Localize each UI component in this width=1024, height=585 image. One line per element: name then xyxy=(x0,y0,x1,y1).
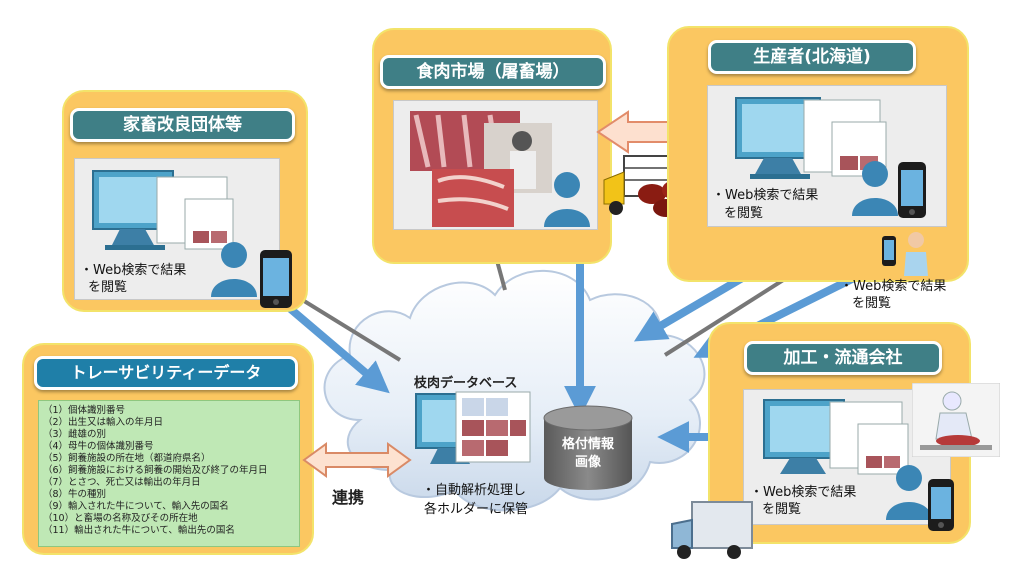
truck-icon xyxy=(671,501,753,559)
monitor-icon xyxy=(92,170,234,250)
cylinder-label-line1: 格付情報 xyxy=(561,437,614,452)
screen-processing xyxy=(743,389,951,525)
smartphone-icon xyxy=(260,250,292,308)
screen-producer xyxy=(707,85,947,227)
list-item: （5）飼養施設の所在地（都道府県名） xyxy=(43,453,211,464)
butcher-icon xyxy=(912,383,1000,457)
screen-market xyxy=(393,100,598,230)
list-item: （10）と畜場の名称及びその所在地 xyxy=(43,513,198,524)
cylinder-label-line2: 画像 xyxy=(574,455,601,470)
traceability-item-list: （1）個体識別番号 （2）出生又は輸入の年月日 （3）雌雄の別 （4）母牛の個体… xyxy=(38,400,300,547)
note-mobile-line2: を閲覧 xyxy=(852,296,892,311)
monitor-icon xyxy=(735,97,887,179)
note-breeding-line2: を閲覧 xyxy=(88,280,128,295)
note-processing-line2: を閲覧 xyxy=(762,502,802,517)
note-producer-line2: を閲覧 xyxy=(724,206,764,221)
user-silhouette-icon xyxy=(544,172,590,227)
note-processing-line1: ・Web検索で結果 xyxy=(750,485,857,500)
list-item: （4）母牛の個体識別番号 xyxy=(43,441,154,452)
note-cloud-line1: ・自動解析処理し xyxy=(422,483,527,498)
list-item: （1）個体識別番号 xyxy=(43,405,126,416)
note-breeding-line1: ・Web検索で結果 xyxy=(80,263,187,278)
monitor-icon xyxy=(763,399,909,475)
list-item: （3）雌雄の別 xyxy=(43,429,107,440)
user-silhouette-icon xyxy=(886,465,932,520)
list-item: （9）輸入された牛について、輸入先の国名 xyxy=(43,501,229,512)
note-producer-line1: ・Web検索で結果 xyxy=(712,188,819,203)
title-traceability-data: トレーサビリティーデータ xyxy=(34,356,298,390)
link-label: 連携 xyxy=(332,488,365,507)
db-label: 枝肉データベース xyxy=(414,376,518,391)
title-breeding-association: 家畜改良団体等 xyxy=(70,108,295,142)
list-item: （7）とさつ、死亡又は輸出の年月日 xyxy=(43,477,201,488)
arrow-breeding-to-cloud xyxy=(277,296,390,394)
user-silhouette-icon xyxy=(852,161,898,216)
list-item: （6）飼養施設における飼養の開始及び終了の年月日 xyxy=(43,465,268,476)
note-cloud-line2: 各ホルダーに保管 xyxy=(424,502,529,517)
smartphone-icon xyxy=(928,479,954,531)
meat-photo xyxy=(410,111,552,227)
monitor-icon xyxy=(415,391,531,464)
user-silhouette-icon xyxy=(211,242,257,297)
smartphone-icon xyxy=(898,162,926,218)
title-producer: 生産者(北海道) xyxy=(708,40,916,74)
list-item: （8）牛の種別 xyxy=(43,489,107,500)
title-processing-company: 加工・流通会社 xyxy=(744,341,942,375)
list-item: （11）輸出された牛について、輸出先の国名 xyxy=(43,525,235,536)
note-mobile-line1: ・Web検索で結果 xyxy=(840,279,947,294)
title-meat-market: 食肉市場（屠畜場） xyxy=(380,55,606,89)
double-arrow-icon xyxy=(302,442,412,478)
screen-breeding xyxy=(74,158,280,300)
database-cylinder-icon xyxy=(543,405,633,490)
mobile-user-icon xyxy=(882,232,928,276)
list-item: （2）出生又は輸入の年月日 xyxy=(43,417,164,428)
